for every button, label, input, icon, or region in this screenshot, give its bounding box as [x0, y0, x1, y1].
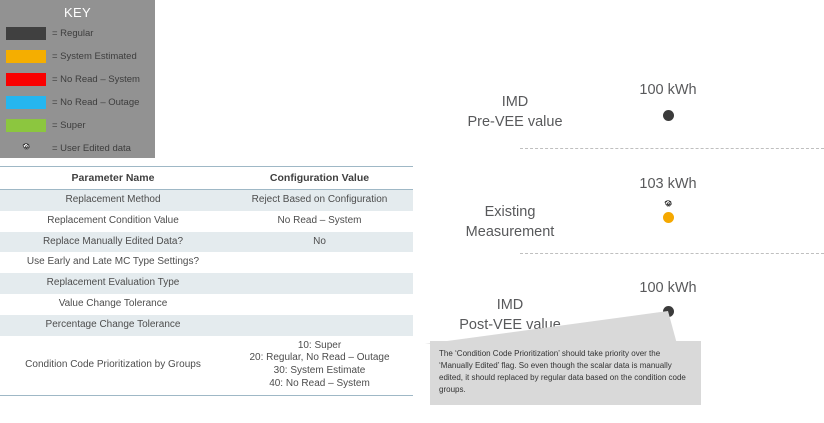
key-item-label: = Super — [52, 119, 86, 131]
stage-label-pre-vee: IMD Pre-VEE value — [467, 94, 563, 130]
cell-parameter-name: Value Change Tolerance — [0, 293, 226, 315]
column-header-parameter-name: Parameter Name — [0, 166, 226, 190]
color-swatch-no-read-outage — [6, 95, 46, 109]
swatch-cell — [0, 72, 52, 86]
color-swatch-regular — [6, 26, 46, 40]
table-row: Replacement Condition Value No Read – Sy… — [0, 210, 413, 232]
callout-note: The ‘Condition Code Prioritization’ shou… — [430, 341, 701, 405]
value-label-existing: 103 kWh — [639, 176, 697, 192]
table-row: Condition Code Prioritization by Groups … — [0, 335, 413, 396]
key-item-no-read-system: = No Read – System — [0, 69, 155, 89]
color-swatch-system-estimated — [6, 49, 46, 63]
cell-configuration-value — [226, 273, 413, 294]
key-item-label: = System Estimated — [52, 50, 137, 62]
value-label-pre-vee: 100 kWh — [639, 82, 697, 98]
key-item-regular: = Regular — [0, 23, 155, 43]
gear-icon-user-edited — [663, 198, 674, 216]
cell-configuration-value — [226, 252, 413, 274]
key-item-super: = Super — [0, 115, 155, 135]
cell-parameter-name: Replacement Evaluation Type — [0, 273, 226, 294]
swatch-cell — [0, 26, 52, 40]
data-point-post-vee — [663, 306, 674, 317]
cell-parameter-name: Condition Code Prioritization by Groups — [0, 335, 226, 396]
key-item-label: = No Read – Outage — [52, 96, 140, 108]
key-item-system-estimated: = System Estimated — [0, 46, 155, 66]
table-row: Value Change Tolerance — [0, 293, 413, 315]
section-divider-1 — [520, 148, 824, 149]
table-row: Percentage Change Tolerance — [0, 314, 413, 336]
key-item-label: = Regular — [52, 27, 94, 39]
cell-parameter-name: Replace Manually Edited Data? — [0, 231, 226, 253]
cell-parameter-name: Replacement Condition Value — [0, 210, 226, 232]
key-title: KEY — [64, 5, 91, 20]
cell-configuration-value: 10: Super 20: Regular, No Read – Outage … — [226, 335, 413, 396]
table-row: Replace Manually Edited Data? No — [0, 231, 413, 253]
color-swatch-no-read-system — [6, 72, 46, 86]
table-row: Replacement Method Reject Based on Confi… — [0, 189, 413, 211]
data-point-pre-vee — [663, 110, 674, 121]
gear-icon — [21, 142, 32, 154]
table-header-row: Parameter Name Configuration Value — [0, 166, 413, 190]
swatch-cell — [0, 118, 52, 132]
cell-parameter-name: Replacement Method — [0, 189, 226, 211]
data-point-existing — [663, 212, 674, 223]
cell-configuration-value: No Read – System — [226, 210, 413, 232]
swatch-cell — [0, 49, 52, 63]
key-item-user-edited: = User Edited data — [0, 138, 155, 158]
stage-label-existing: Existing Measurement — [465, 204, 555, 240]
cell-configuration-value: Reject Based on Configuration — [226, 189, 413, 211]
cell-configuration-value: No — [226, 231, 413, 253]
cell-parameter-name: Use Early and Late MC Type Settings? — [0, 252, 226, 274]
configuration-table: Parameter Name Configuration Value Repla… — [0, 166, 413, 396]
table-row: Replacement Evaluation Type — [0, 273, 413, 294]
key-item-label: = No Read – System — [52, 73, 140, 85]
swatch-cell — [0, 95, 52, 109]
key-legend-panel: KEY = Regular = System Estimated = No Re… — [0, 0, 155, 158]
key-item-no-read-outage: = No Read – Outage — [0, 92, 155, 112]
swatch-cell — [0, 142, 52, 154]
table-row: Use Early and Late MC Type Settings? — [0, 252, 413, 274]
stage-label-post-vee: IMD Post-VEE value — [459, 297, 561, 333]
section-divider-2 — [520, 253, 824, 254]
color-swatch-super — [6, 118, 46, 132]
cell-configuration-value — [226, 314, 413, 336]
cell-parameter-name: Percentage Change Tolerance — [0, 314, 226, 336]
cell-configuration-value — [226, 293, 413, 315]
value-label-post-vee: 100 kWh — [639, 280, 697, 296]
vee-flow-diagram: 100 kWh IMD Pre-VEE value 103 kWh Existi… — [415, 0, 824, 423]
column-header-configuration-value: Configuration Value — [226, 166, 413, 190]
key-item-label: = User Edited data — [52, 142, 131, 154]
